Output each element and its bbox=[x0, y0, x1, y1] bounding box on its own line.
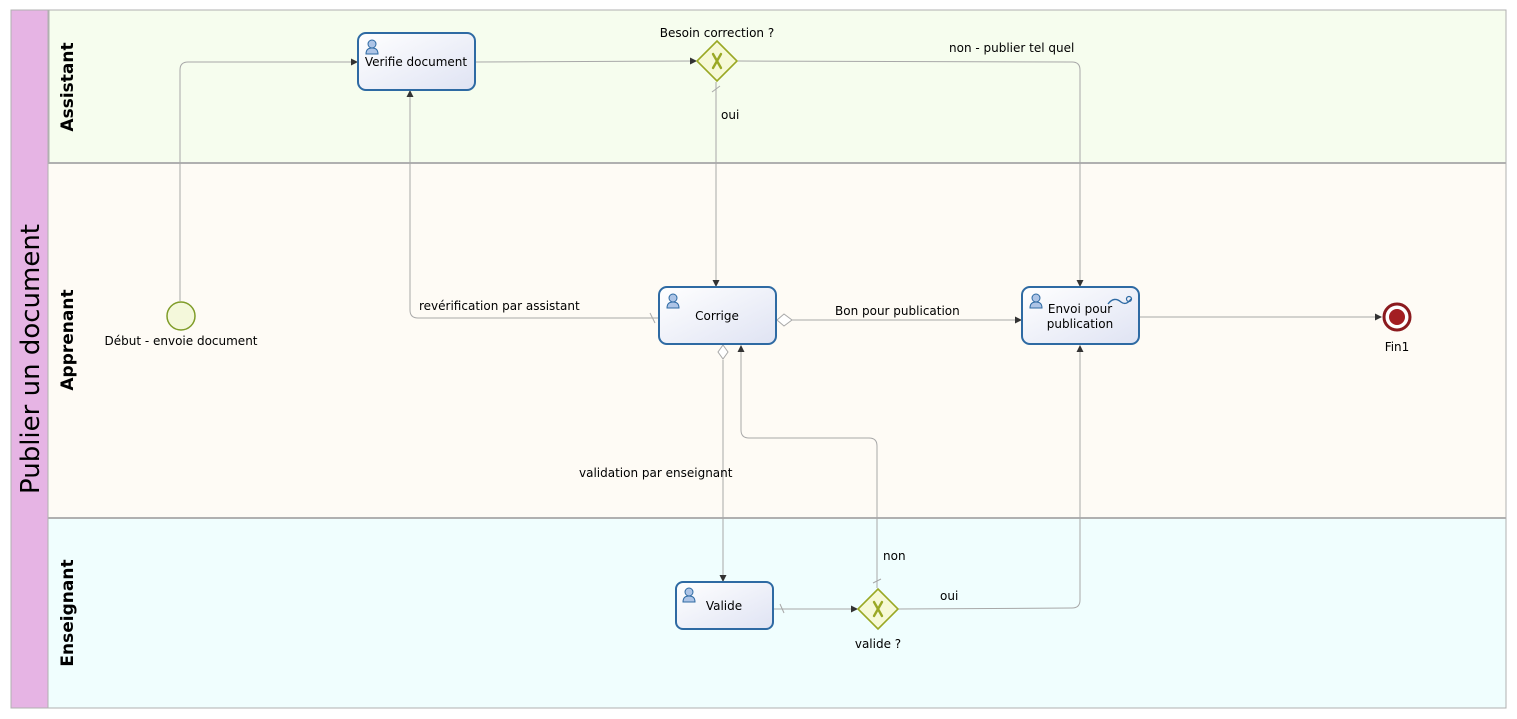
flow-corrige-to-verifie[interactable] bbox=[406, 90, 658, 319]
flow-label-non: non bbox=[883, 549, 906, 563]
flow-label-bon-pour: Bon pour publication bbox=[835, 304, 960, 318]
sequence-flows bbox=[179, 57, 1382, 614]
task-corrige-label: Corrige bbox=[695, 309, 739, 323]
pool: Publier un document bbox=[10, 9, 49, 709]
end-event[interactable]: Fin1 bbox=[1382, 302, 1412, 354]
task-verifie-label: Verifie document bbox=[365, 55, 468, 69]
flow-label-validation: validation par enseignant bbox=[579, 466, 733, 480]
lane-assistant-title: Assistant bbox=[58, 42, 78, 131]
lane-assistant-header bbox=[47, 9, 1507, 164]
gateway-valide-label: valide ? bbox=[855, 637, 901, 651]
task-valide[interactable]: Valide bbox=[675, 581, 774, 630]
pool-title: Publier un document bbox=[16, 224, 46, 494]
flow-gateway-to-corrige[interactable] bbox=[737, 345, 878, 588]
start-event-label: Début - envoie document bbox=[104, 334, 257, 348]
end-event-label: Fin1 bbox=[1385, 340, 1410, 354]
flow-label-oui-2: oui bbox=[940, 589, 958, 603]
task-envoi-publication[interactable]: Envoi pour publication bbox=[1021, 286, 1140, 345]
gateway-besoin-label: Besoin correction ? bbox=[660, 26, 774, 40]
lane-apprenant-header bbox=[47, 162, 1507, 519]
task-envoi-label-line2: publication bbox=[1047, 317, 1113, 331]
lane-apprenant-title: Apprenant bbox=[58, 289, 78, 390]
exclusive-x-icon bbox=[872, 600, 884, 618]
user-icon bbox=[365, 39, 379, 55]
lane-apprenant: Apprenant bbox=[47, 162, 1507, 519]
flow-verifie-to-besoin[interactable] bbox=[475, 57, 697, 65]
task-envoi-label-line1: Envoi pour bbox=[1048, 302, 1112, 316]
user-icon bbox=[682, 587, 696, 603]
exclusive-x-icon bbox=[711, 52, 723, 70]
gateway-valide[interactable]: valide ? bbox=[855, 587, 901, 651]
user-icon bbox=[666, 293, 680, 309]
pool-header bbox=[10, 9, 49, 709]
flow-label-reverification: revérification par assistant bbox=[419, 299, 580, 313]
flow-gateway-to-envoi[interactable] bbox=[897, 345, 1084, 610]
flow-besoin-to-envoi[interactable] bbox=[737, 60, 1084, 287]
flow-start-to-verifie[interactable] bbox=[179, 58, 358, 301]
start-event[interactable]: Début - envoie document bbox=[104, 301, 258, 348]
flow-labels: non - publier tel quel oui revérificatio… bbox=[419, 41, 1074, 603]
lane-enseignant: Enseignant bbox=[47, 517, 1507, 709]
user-icon bbox=[1029, 293, 1043, 309]
lane-enseignant-header bbox=[47, 517, 1507, 709]
service-connector-icon bbox=[1107, 295, 1133, 305]
lane-enseignant-title: Enseignant bbox=[58, 559, 78, 666]
task-valide-label: Valide bbox=[706, 599, 742, 613]
task-corrige[interactable]: Corrige bbox=[658, 286, 777, 345]
flow-label-oui: oui bbox=[721, 108, 739, 122]
task-verifie-document[interactable]: Verifie document bbox=[357, 32, 476, 91]
lane-assistant: Assistant bbox=[47, 9, 1507, 164]
flow-label-non-publier: non - publier tel quel bbox=[949, 41, 1074, 55]
gateway-besoin-correction[interactable]: Besoin correction ? bbox=[660, 26, 774, 83]
